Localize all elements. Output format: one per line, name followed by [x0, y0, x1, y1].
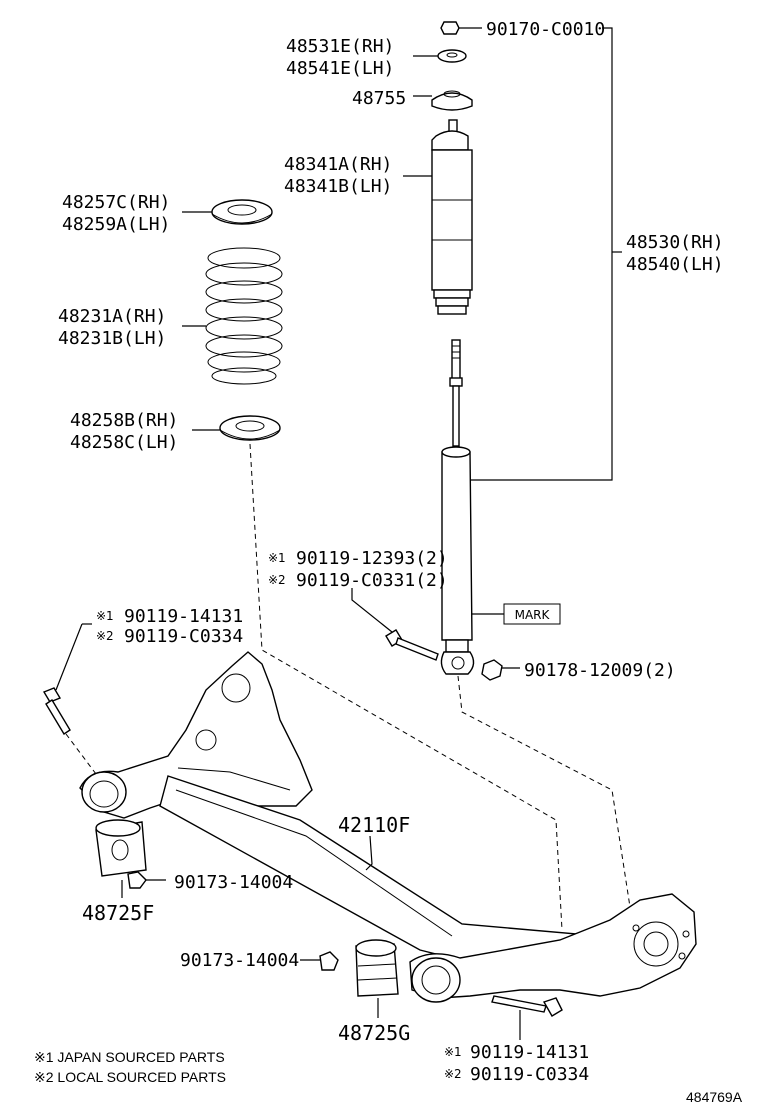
label-dust-boot-rh: 48341A(RH)	[284, 154, 392, 175]
label-shock-nut: 90178-12009(2)	[524, 660, 676, 681]
right-bushing-nut-icon	[319, 951, 339, 971]
mark-box	[503, 603, 561, 625]
shock-absorber-icon	[440, 339, 475, 675]
coil-spring-icon	[205, 247, 283, 385]
label-shock-rh: 48530(RH)	[626, 232, 724, 253]
lower-spring-seat-icon	[219, 415, 281, 441]
label-left-bolt-2: 90119-C0334	[124, 626, 243, 647]
axle-beam-icon	[79, 651, 697, 1003]
label-left-bushing-nut: 90173-14004	[174, 872, 293, 893]
label-shock-bolt-2: 90119-C0331(2)	[296, 570, 448, 591]
label-upper-seat-lh: 48259A(LH)	[62, 214, 170, 235]
label-right-bolt-1: 90119-14131	[470, 1042, 589, 1063]
top-nut-icon	[440, 21, 460, 35]
leader-shock-bolt	[351, 588, 393, 633]
left-bushing-icon	[95, 819, 147, 877]
shock-assembly-bracket	[470, 27, 613, 481]
right-beam-bolt-icon	[491, 995, 563, 1017]
left-beam-bolt-icon	[42, 687, 71, 735]
label-left-bolt-1: 90119-14131	[124, 606, 243, 627]
marker-shock-bolt-2: ※2	[268, 573, 286, 587]
marker-right-bolt-1: ※1	[444, 1045, 462, 1059]
label-shock-bolt-1: 90119-12393(2)	[296, 548, 448, 569]
note-japan-sourced: ※1 JAPAN SOURCED PARTS	[34, 1049, 225, 1065]
label-left-bushing: 48725F	[82, 901, 154, 925]
shock-nut-icon	[481, 659, 503, 681]
marker-shock-bolt-1: ※1	[268, 551, 286, 565]
spring-alignment-line	[249, 443, 563, 931]
label-upper-seat-rh: 48257C(RH)	[62, 192, 170, 213]
marker-left-bolt-2: ※2	[96, 629, 114, 643]
leader-left-bolt	[55, 623, 83, 691]
label-spring-lh: 48231B(LH)	[58, 328, 166, 349]
note-local-sourced: ※2 LOCAL SOURCED PARTS	[34, 1069, 226, 1085]
label-right-bushing: 48725G	[338, 1021, 410, 1045]
label-bumper-support: 48755	[352, 88, 406, 109]
bumper-support-icon	[431, 90, 473, 111]
mark-label: MARK	[515, 608, 551, 622]
label-shock-lh: 48540(LH)	[626, 254, 724, 275]
label-insulator-rh: 48531E(RH)	[286, 36, 394, 57]
label-right-bolt-2: 90119-C0334	[470, 1064, 589, 1085]
dust-boot-icon	[431, 119, 473, 315]
shock-alignment-line	[457, 675, 633, 921]
right-bushing-icon	[355, 939, 399, 997]
insulator-washer-icon	[437, 49, 467, 63]
label-axle-beam: 42110F	[338, 813, 410, 837]
label-lower-seat-rh: 48258B(RH)	[70, 410, 178, 431]
label-top-nut: 90170-C0010	[486, 19, 605, 40]
label-insulator-lh: 48541E(LH)	[286, 58, 394, 79]
shock-bolt-icon	[385, 629, 439, 661]
diagram-id: 484769A	[686, 1089, 743, 1105]
label-spring-rh: 48231A(RH)	[58, 306, 166, 327]
upper-spring-seat-icon	[211, 199, 273, 225]
left-bushing-nut-icon	[127, 871, 147, 889]
label-dust-boot-lh: 48341B(LH)	[284, 176, 392, 197]
leader-axle-beam	[365, 835, 373, 871]
marker-left-bolt-1: ※1	[96, 609, 114, 623]
label-lower-seat-lh: 48258C(LH)	[70, 432, 178, 453]
label-right-bushing-nut: 90173-14004	[180, 950, 299, 971]
marker-right-bolt-2: ※2	[444, 1067, 462, 1081]
